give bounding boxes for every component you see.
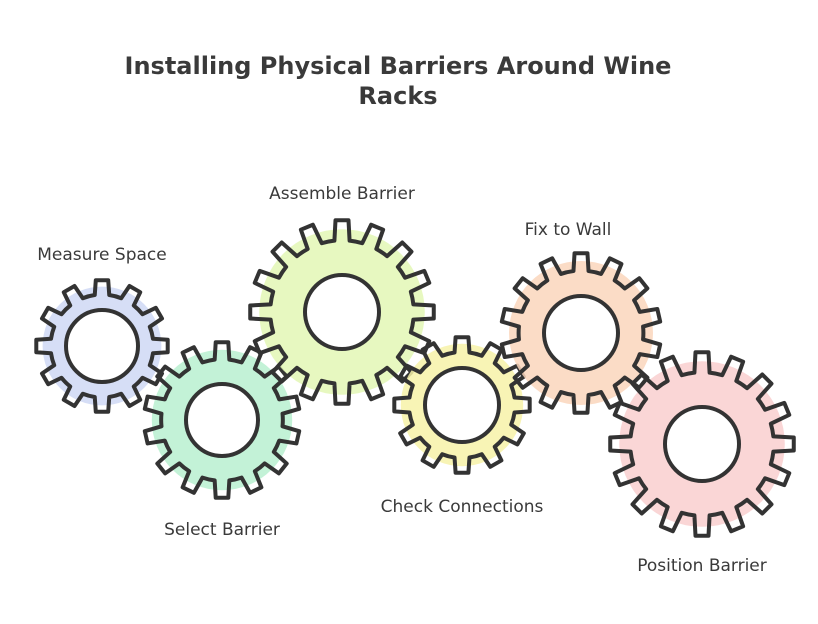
gear-outline: [499, 251, 663, 415]
label-check-connections: Check Connections: [381, 497, 544, 517]
gear-hole: [303, 273, 381, 351]
gear-hole: [64, 308, 140, 384]
gear-measure-space: [34, 278, 170, 414]
label-select-barrier: Select Barrier: [164, 520, 280, 540]
gear-outline: [392, 335, 532, 475]
gear-position-barrier: [608, 350, 796, 538]
gear-hole: [423, 366, 501, 444]
gear-outline: [608, 350, 796, 538]
gear-assemble-barrier: [248, 218, 436, 406]
gear-select-barrier: [142, 340, 302, 500]
gear-hole: [184, 382, 260, 458]
gear-fix-to-wall: [499, 251, 663, 415]
label-assemble-barrier: Assemble Barrier: [269, 184, 415, 204]
gear-outline: [142, 340, 302, 500]
diagram-title-line-1: Installing Physical Barriers Around Wine: [125, 52, 672, 80]
label-measure-space: Measure Space: [37, 245, 166, 265]
diagram-title-line-2: Racks: [358, 82, 437, 110]
gear-hole: [663, 405, 741, 483]
gear-check-connections: [392, 335, 532, 475]
label-position-barrier: Position Barrier: [637, 556, 767, 576]
label-fix-to-wall: Fix to Wall: [525, 220, 612, 240]
gear-outline: [34, 278, 170, 414]
gear-outline: [248, 218, 436, 406]
gear-hole: [542, 294, 620, 372]
